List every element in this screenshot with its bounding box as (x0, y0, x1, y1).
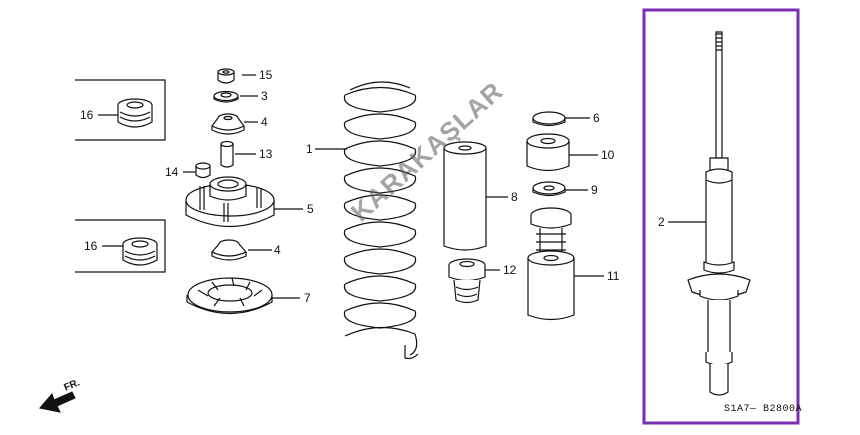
callout-16-bottom: 16 (84, 239, 98, 253)
callout-12: 12 (503, 263, 517, 277)
callout-11: 11 (607, 269, 620, 283)
front-direction-arrow (39, 391, 76, 413)
callout-2: 2 (658, 215, 665, 229)
collar-13 (220, 140, 234, 168)
callout-10: 10 (601, 148, 615, 162)
cushion-10 (526, 133, 570, 172)
mount-base-5 (185, 176, 275, 228)
dust-boot-8 (443, 141, 487, 251)
bracket-16-bottom (75, 219, 166, 273)
washer-6 (532, 111, 566, 127)
washer-9 (532, 181, 566, 197)
callout-5: 5 (307, 202, 314, 216)
nut-15 (217, 68, 235, 84)
callout-6: 6 (593, 111, 600, 125)
bracket-16-top (75, 79, 166, 141)
callout-9: 9 (591, 183, 598, 197)
callout-4-bottom: 4 (274, 243, 281, 257)
coil-spring-1 (343, 81, 419, 360)
nut-14 (195, 162, 211, 179)
drawing-code: S1A7— B2800A (724, 404, 803, 415)
bushing-16-top (117, 98, 153, 128)
callout-3: 3 (261, 89, 268, 103)
bump-stopper-12 (448, 258, 486, 304)
callout-8: 8 (511, 190, 518, 204)
callout-16-top: 16 (80, 108, 94, 122)
spring-seat-7 (186, 277, 273, 315)
shock-absorber-2 (687, 31, 751, 396)
highlight-box (642, 8, 800, 425)
stopper-11 (527, 207, 575, 321)
callout-15: 15 (259, 68, 273, 82)
callout-14: 14 (165, 165, 179, 179)
cushion-4-bottom (211, 239, 247, 261)
callout-7: 7 (304, 291, 311, 305)
cushion-4-top (211, 113, 245, 135)
callout-13: 13 (259, 147, 273, 161)
washer-3 (213, 90, 239, 103)
callout-1: 1 (306, 142, 313, 156)
bushing-16-bottom (122, 237, 158, 266)
callout-4-top: 4 (261, 115, 268, 129)
